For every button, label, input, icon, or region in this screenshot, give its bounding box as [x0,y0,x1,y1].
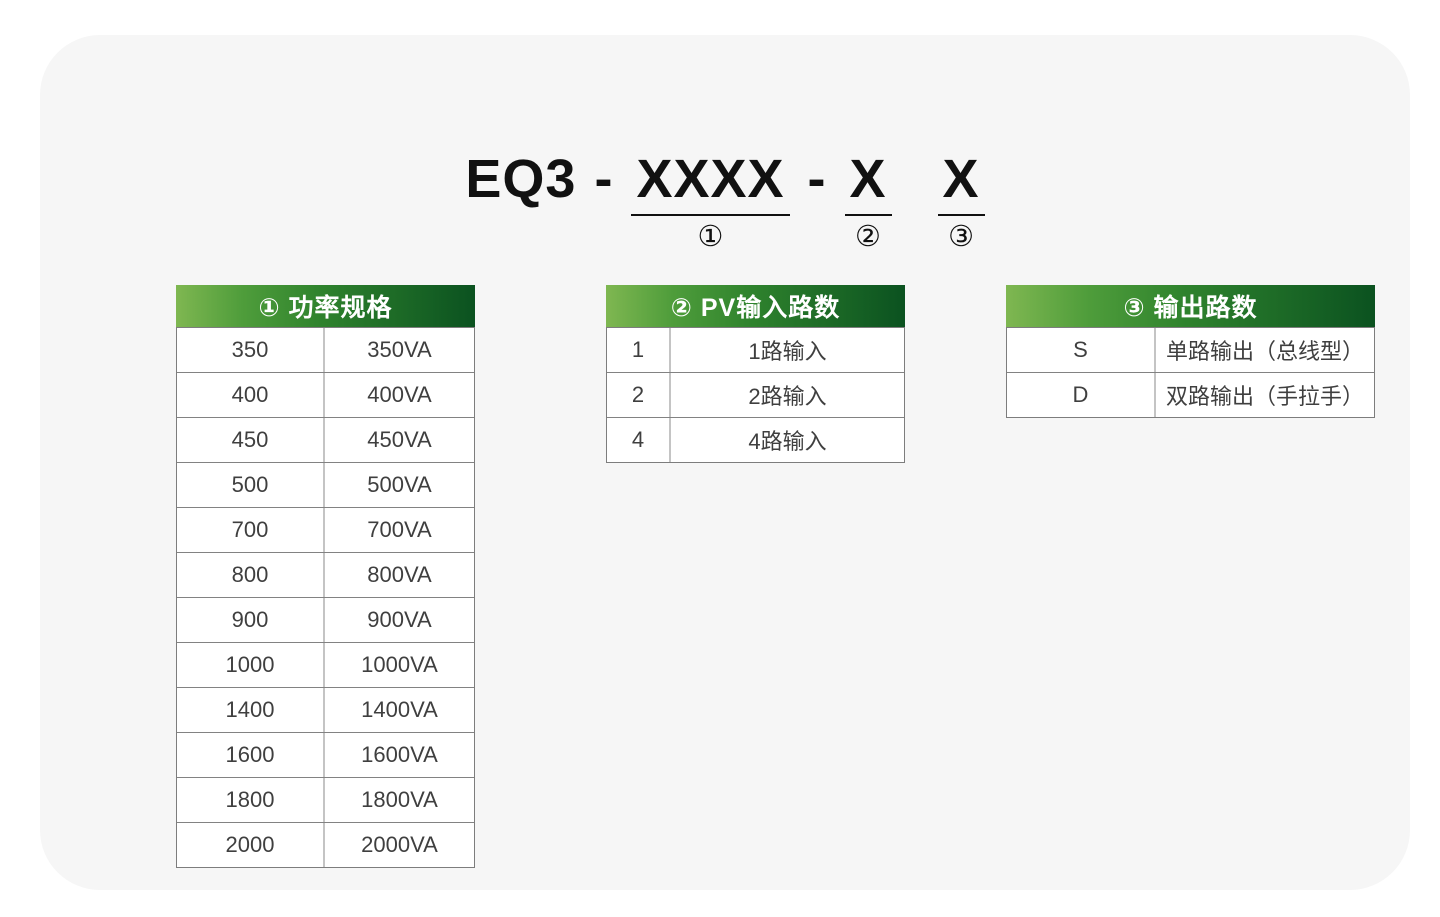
cell-description: 4路输入 [748,429,827,454]
cell-description: 450VA [367,427,432,452]
power-spec-table-header: ① 功率规格 [176,285,475,327]
cell-description: 900VA [367,607,432,632]
table-row: 2 2路输入 [607,372,904,417]
cell-model-value: 4 [607,418,671,462]
pv-input-table: ② PV输入路数 1 1路输入 2 2路输入 4 4路输入 [606,285,905,463]
cell-description: 1路输入 [748,339,827,364]
model-prefix: EQ3 [465,149,577,209]
table-row: 900 900VA [177,597,474,642]
cell-model-value: 800 [177,553,325,597]
cell-description: 单路输出（总线型） [1165,339,1364,364]
cell-model-value: 1600 [177,733,325,777]
model-code-title: EQ3 - XXXX ① - X ② X ③ [40,151,1410,252]
cell-model-value: 450 [177,418,325,462]
cell-description: 400VA [367,382,432,407]
cell-description: 2路输入 [748,384,827,409]
cell-description: 500VA [367,472,432,497]
table-row: S 单路输出（总线型） [1007,328,1374,372]
code-segment-output: X ③ [937,151,985,253]
table-row: 1800 1800VA [177,777,474,822]
table-row: 1000 1000VA [177,642,474,687]
cell-model-value: 2000 [177,823,325,867]
cell-description: 700VA [367,517,432,542]
cell-model-value: S [1007,328,1156,372]
output-table-body: S 单路输出（总线型） D 双路输出（手拉手） [1006,327,1375,418]
circled-3-icon: ③ [948,220,975,253]
cell-model-value: 400 [177,373,325,417]
output-placeholder: X [937,151,985,216]
table-row: 700 700VA [177,507,474,552]
pv-input-table-header: ② PV输入路数 [606,285,905,327]
cell-description: 800VA [367,562,432,587]
code-segment-pv-input: X ② [844,151,892,253]
table-row: 800 800VA [177,552,474,597]
cell-model-value: D [1007,373,1156,417]
pv-input-table-body: 1 1路输入 2 2路输入 4 4路输入 [606,327,905,463]
table-row: 450 450VA [177,417,474,462]
cell-description: 1800VA [361,787,438,812]
cell-model-value: 350 [177,328,325,372]
power-spec-table-body: 350 350VA 400 400VA 450 450VA 500 500VA … [176,327,475,868]
dash-separator-1: - [594,149,614,209]
cell-model-value: 1400 [177,688,325,732]
table-row: D 双路输出（手拉手） [1007,372,1374,417]
cell-description: 1600VA [361,742,438,767]
cell-model-value: 1 [607,328,671,372]
power-spec-table: ① 功率规格 350 350VA 400 400VA 450 450VA 500… [176,285,475,868]
code-segment-power: XXXX ① [631,151,790,253]
cell-model-value: 1000 [177,643,325,687]
circled-2-icon: ② [855,220,882,253]
cell-model-value: 1800 [177,778,325,822]
table-row: 400 400VA [177,372,474,417]
table-row: 4 4路输入 [607,417,904,462]
circled-1-icon: ① [697,220,724,253]
cell-description: 2000VA [361,832,438,857]
cell-description: 1000VA [361,652,438,677]
dash-separator-2: - [807,149,827,209]
table-row: 350 350VA [177,328,474,372]
pv-input-placeholder: X [844,151,892,216]
cell-model-value: 700 [177,508,325,552]
power-placeholder: XXXX [631,151,790,216]
cell-description: 350VA [367,337,432,362]
table-row: 1 1路输入 [607,328,904,372]
cell-model-value: 900 [177,598,325,642]
table-row: 500 500VA [177,462,474,507]
cell-description: 1400VA [361,697,438,722]
output-table-header: ③ 输出路数 [1006,285,1375,327]
output-table: ③ 输出路数 S 单路输出（总线型） D 双路输出（手拉手） [1006,285,1375,418]
table-row: 2000 2000VA [177,822,474,867]
cell-model-value: 2 [607,373,671,417]
cell-description: 双路输出（手拉手） [1165,384,1364,409]
table-row: 1600 1600VA [177,732,474,777]
table-row: 1400 1400VA [177,687,474,732]
content-card: EQ3 - XXXX ① - X ② X ③ ① 功率规格 350 350VA [40,35,1410,890]
cell-model-value: 500 [177,463,325,507]
